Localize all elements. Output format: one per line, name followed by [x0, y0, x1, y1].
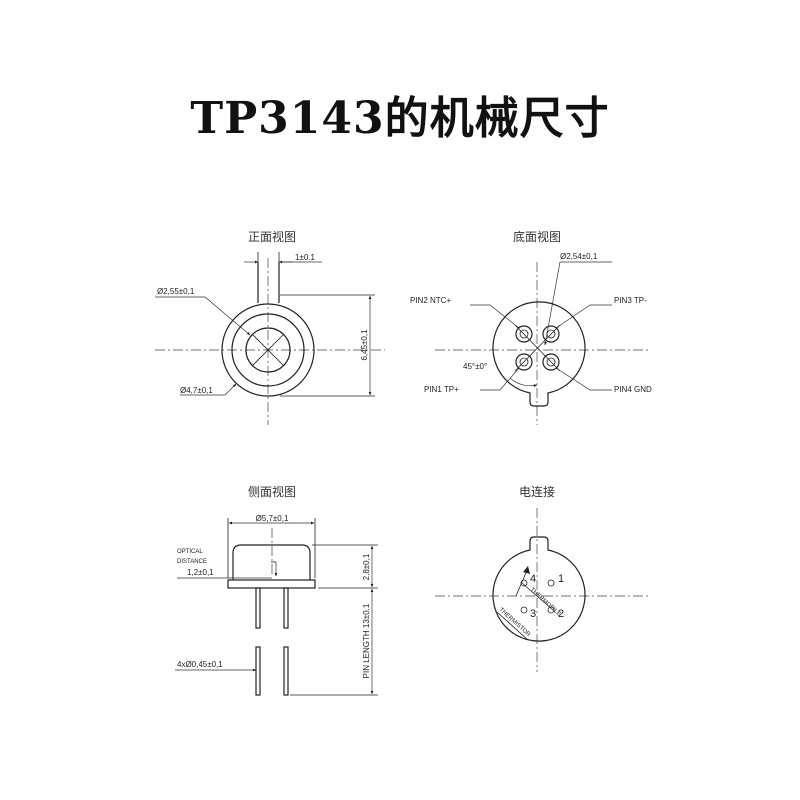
side-flange	[227, 579, 316, 589]
pin2-label: PIN2 NTC+	[410, 296, 451, 305]
thermistor-wire	[496, 611, 529, 641]
pin2-hole	[519, 329, 529, 339]
bottom-view-title: 底面视图	[513, 229, 561, 244]
optical-label-line2: DISTANCE	[177, 559, 207, 565]
front-view-title: 正面视图	[248, 229, 296, 244]
pin3-label: PIN3 TP-	[614, 296, 647, 305]
outer-diameter-leader	[180, 383, 237, 396]
cap-height-label: 2,8±0,1	[362, 553, 371, 580]
pin-pads	[514, 324, 561, 372]
pitch-diameter-leader	[544, 261, 612, 346]
inner-diameter-leader	[155, 296, 251, 336]
page-title: TP3143的机械尺寸	[190, 93, 610, 144]
epin-label-4: 4	[530, 573, 536, 585]
pin3-leader	[555, 304, 612, 329]
pin-length-label: PIN LENGTH 13±0,1	[362, 603, 371, 678]
front-view: 正面视图 1±0.1 Ø2,55±0,1 Ø4,7±0,1 6,45±0,1	[155, 229, 385, 425]
optical-label-line1: OPTICAL	[177, 549, 203, 555]
window-cross-2	[251, 333, 285, 367]
bottom-body	[492, 301, 586, 407]
side-pin-left-upper	[255, 587, 261, 629]
optical-distance-label: 1,2±0,1	[187, 568, 214, 577]
side-view-title: 侧面视图	[248, 484, 296, 499]
front-mid-circle	[231, 313, 305, 387]
pitch-diameter-label: Ø2,54±0,1	[560, 252, 598, 261]
side-cap	[232, 544, 311, 580]
ground-arrow	[523, 566, 530, 574]
outer-diameter-label: Ø4,7±0,1	[180, 386, 213, 395]
side-pin-right-upper	[283, 587, 289, 629]
pin1-label: PIN1 TP+	[424, 385, 459, 394]
side-view: 侧面视图 Ø5,7±0,1 OPTICAL DISTANCE 1,2±0,1 4…	[175, 484, 378, 696]
pin-diameter-label: 4xØ0,45±0,1	[177, 660, 223, 669]
side-pin-right-lower	[283, 646, 289, 696]
pin4-pad	[542, 353, 560, 371]
height-label: 6,45±0,1	[360, 329, 369, 361]
pin4-label: PIN4 GND	[614, 385, 652, 394]
epin-3	[520, 606, 528, 614]
pin4-leader	[555, 367, 612, 391]
epin-2	[547, 606, 555, 614]
front-tab	[257, 262, 280, 303]
electrical-body	[492, 536, 586, 642]
pad-diag-2	[514, 324, 561, 372]
pin4-hole	[546, 357, 556, 367]
epin-label-2: 2	[558, 608, 564, 620]
epin-label-3: 3	[530, 608, 536, 620]
epin-label-1: 1	[558, 573, 564, 585]
epin-1	[547, 579, 555, 587]
electrical-view-title: 电连接	[519, 484, 555, 499]
tab-width-label: 1±0.1	[295, 253, 316, 262]
angle-label: 45°±0°	[463, 362, 487, 371]
pin1-hole	[519, 357, 529, 367]
thermopile-wire	[521, 582, 554, 611]
pin2-leader	[470, 304, 520, 329]
bottom-view: 底面视图 Ø2,54±0,1 PIN2 NTC+ PIN3 TP- PIN1 T…	[410, 229, 652, 425]
electrical-view: 电连接 4 1 3 2 THERMOPILE THERMISTOR	[435, 484, 650, 672]
front-outer-circle	[221, 303, 315, 397]
inner-diameter-label: Ø2,55±0,1	[157, 287, 195, 296]
pin1-leader	[480, 367, 520, 391]
pin3-pad	[542, 325, 560, 343]
angle-arc	[509, 377, 538, 388]
can-diameter-label: Ø5,7±0,1	[256, 514, 289, 523]
pin1-pad	[515, 353, 533, 371]
side-pin-left-lower	[255, 646, 261, 696]
epin-4	[520, 579, 528, 587]
pin2-pad	[515, 325, 533, 343]
front-window-circle	[245, 327, 291, 373]
